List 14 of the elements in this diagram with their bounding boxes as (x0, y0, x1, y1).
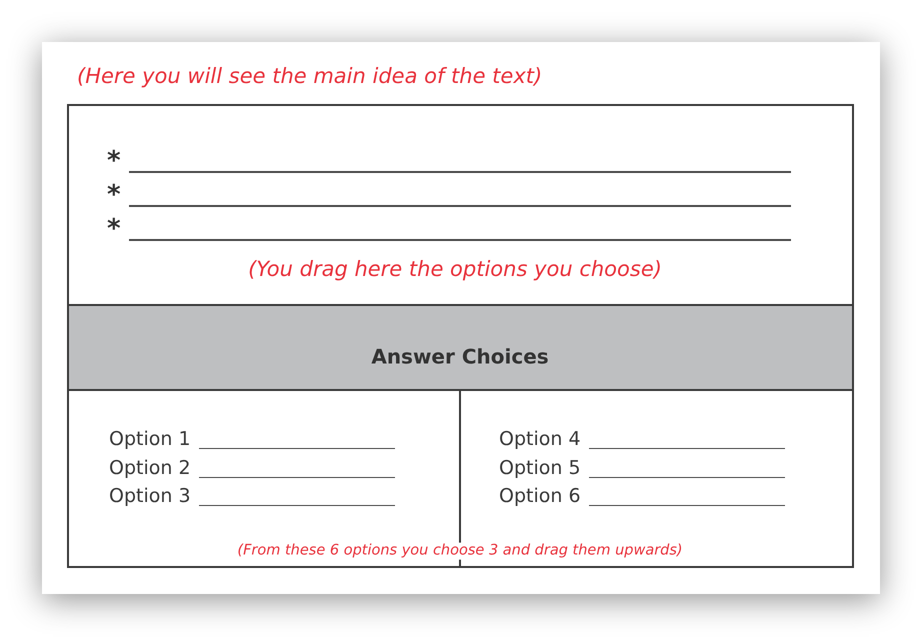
section-heading: Answer Choices (371, 346, 549, 368)
answer-drop-area (67, 104, 854, 306)
instruction-note: (You drag here the options you choose) (248, 256, 662, 282)
option-label: Option 4 (499, 429, 581, 451)
bullet-asterisk: * (107, 216, 121, 242)
option-label: Option 1 (109, 429, 191, 451)
bullet-asterisk: * (107, 182, 121, 208)
option-label: Option 5 (499, 458, 581, 480)
option-label: Option 6 (499, 486, 581, 508)
heading-note: (Here you will see the main idea of the text) (77, 64, 542, 88)
section-header-band (67, 304, 854, 391)
option-label: Option 2 (109, 458, 191, 480)
option-label: Option 3 (109, 486, 191, 508)
bullet-asterisk: * (107, 148, 121, 174)
